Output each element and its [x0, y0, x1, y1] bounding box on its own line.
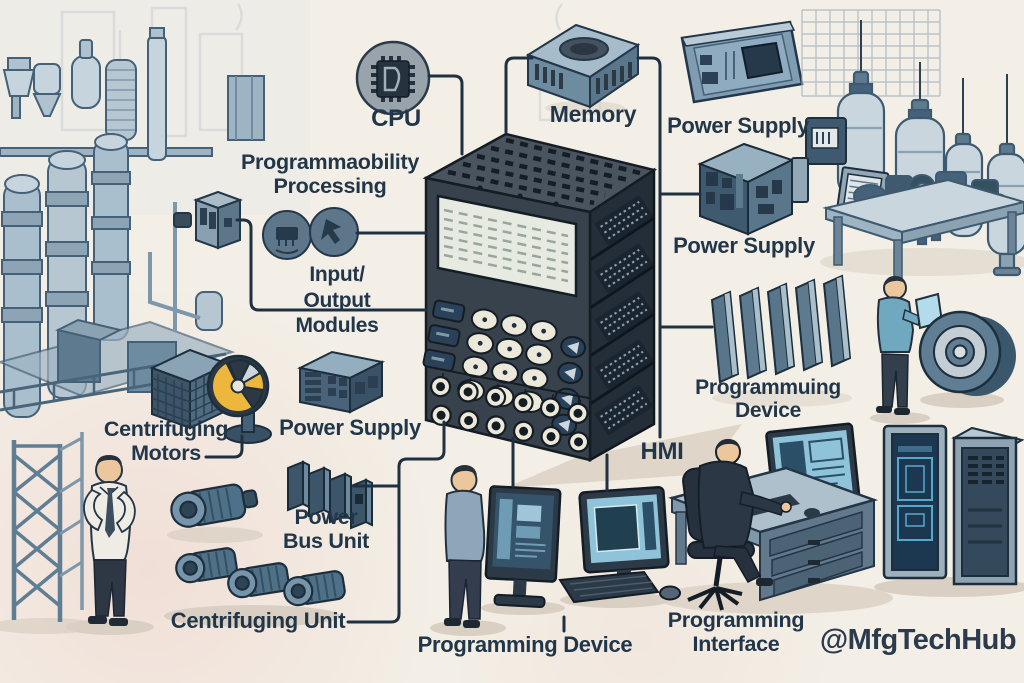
plc-ports — [429, 367, 590, 453]
line-cpu-to-plc — [427, 74, 464, 156]
power-supply-box — [296, 350, 386, 414]
label-memory: Memory — [549, 101, 637, 127]
plc-controller — [422, 132, 658, 463]
worker-viewing-monitor — [444, 465, 486, 628]
label-cpu: CPU — [371, 105, 421, 132]
workbench-with-motors — [822, 171, 1024, 293]
label-power-bus-unit: Power Bus Unit — [283, 505, 369, 553]
wire-mesh — [801, 9, 941, 97]
io-device — [173, 190, 243, 250]
power-supply-board — [680, 20, 804, 104]
technician-with-tablet — [876, 276, 944, 415]
electric-motors — [170, 483, 346, 607]
line-io-device-to-plc — [235, 218, 428, 312]
programming-device-panels — [710, 274, 852, 384]
line-centrifuging-unit-to-plc — [346, 420, 446, 624]
label-programmability-processing: Programmaobility Processing — [241, 150, 419, 198]
monitor-on-stand — [484, 485, 562, 609]
label-power-supply-right: Power Supply — [673, 233, 815, 258]
io-module-icons — [262, 207, 359, 260]
server-cabinets — [882, 424, 1024, 586]
plc-screen — [436, 194, 578, 298]
flywheel — [918, 310, 1016, 396]
label-hmi: HMI — [640, 438, 684, 465]
hazard-fan — [206, 354, 272, 444]
label-power-supply-center: Power Supply — [279, 415, 421, 440]
industrial-plant — [0, 27, 265, 418]
worker-standing — [83, 455, 136, 626]
desktop-computer — [558, 485, 681, 604]
power-bus-unit — [287, 460, 373, 530]
lattice-tower — [11, 432, 84, 622]
watermark: @MfgTechHub — [819, 624, 1017, 656]
operator-at-desk — [667, 422, 879, 611]
centrifuge-motor-cube — [149, 348, 231, 430]
label-programming-interface: Programming Interface — [667, 608, 805, 656]
label-input-output-modules: Input/ Output Modules — [295, 263, 379, 338]
label-centrifuging-unit: Centrifuging Unit — [170, 608, 346, 633]
label-programming-device-bottom: Programming Device — [417, 632, 633, 657]
cpu-chip-icon — [355, 40, 431, 116]
label-centrifuging-motors: Centrifuging Motors — [103, 417, 229, 465]
connector-lines — [204, 56, 714, 633]
label-power-supply-top: Power Supply — [667, 113, 809, 138]
line-motors-to-fan — [204, 434, 244, 459]
power-supply-unit — [697, 142, 795, 236]
label-programming-device-right: Programmuing Device — [695, 376, 841, 423]
memory-module — [525, 23, 641, 109]
line-memory-to-plc — [504, 56, 534, 134]
line-memory-to-hmi — [636, 56, 662, 439]
